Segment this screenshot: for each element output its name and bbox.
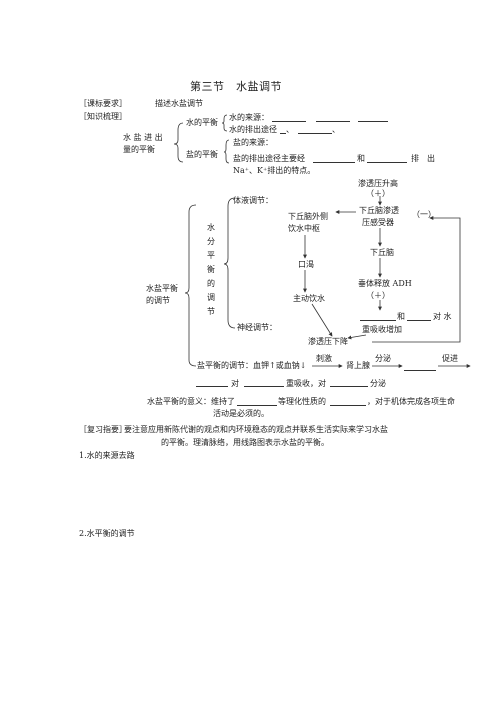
regulation-root-2: 的调节 bbox=[146, 296, 170, 305]
reabsorb: 重吸收增加 bbox=[362, 325, 402, 334]
page-title: 第三节 水盐调节 bbox=[190, 80, 282, 93]
receptor-1: 下丘脑渗透 bbox=[359, 206, 399, 215]
stimulate-label: 刺激 bbox=[316, 354, 332, 363]
and-word: 和 bbox=[397, 312, 405, 321]
blank-water-source-3 bbox=[358, 121, 388, 122]
water-reg-char-2: 平 bbox=[207, 251, 215, 260]
promote-label: 促进 bbox=[442, 354, 458, 363]
salt-source: 盐的来源： bbox=[233, 138, 273, 147]
arrow-reabsorb-to-osmo-down bbox=[347, 334, 367, 340]
blank-salt-output-1 bbox=[313, 162, 355, 163]
hypothalamus-outer-1: 下丘脑外侧 bbox=[288, 212, 328, 221]
review-line-2: 的平衡。理清脉络，用线路图表示水盐的平衡。 bbox=[161, 438, 329, 447]
blank-water-source-2 bbox=[316, 121, 350, 122]
blank-water-output-1 bbox=[280, 133, 286, 134]
salt-balance: 盐的平衡 bbox=[186, 150, 218, 159]
blank-water-source-1 bbox=[272, 121, 306, 122]
water-reg-char-6: 节 bbox=[207, 307, 215, 316]
regulation-root-1: 水盐平衡 bbox=[146, 284, 178, 293]
hypothalamus-outer-2: 饮水中枢 bbox=[288, 224, 320, 233]
section-1: 1.水的来源去路 bbox=[79, 451, 135, 460]
significance-1-mid: 等理化性质的 bbox=[278, 397, 326, 406]
water-balance: 水的平衡 bbox=[186, 118, 218, 127]
receptor-2: 压感受器 bbox=[362, 218, 394, 227]
blank-adh-target-2 bbox=[407, 320, 431, 321]
brace-water-balance bbox=[221, 114, 228, 132]
adrenal: 肾上腺 bbox=[346, 361, 370, 370]
brace-salt-balance bbox=[223, 139, 230, 164]
blank-adh-target-1 bbox=[360, 320, 396, 321]
salt-output-and: 和 bbox=[357, 154, 365, 163]
minus-sign: （一） bbox=[412, 210, 436, 219]
section-2: 2.水平衡的调节 bbox=[79, 529, 135, 538]
blank-ion-1 bbox=[244, 386, 284, 387]
water-reg-char-3: 衡 bbox=[207, 265, 215, 274]
arrow-negative-feedback bbox=[372, 216, 461, 343]
blank-ion-2 bbox=[330, 386, 368, 387]
blank-organ bbox=[196, 386, 228, 387]
significance-2: 活动是必须的。 bbox=[213, 409, 269, 418]
secrete-2: 分泌 bbox=[370, 379, 386, 388]
outline-root-1: 水 盐 进 出 bbox=[123, 133, 163, 142]
adh: 垂体释放 ADH bbox=[358, 279, 412, 288]
secrete-label: 分泌 bbox=[375, 354, 391, 363]
salt-output-pre: 盐的排出途径主要经 bbox=[233, 154, 305, 163]
comma-2: 、 bbox=[332, 125, 340, 134]
water-reg-char-0: 水 bbox=[207, 223, 215, 232]
significance-1-pre: 水盐平衡的意义：维持了 bbox=[147, 397, 235, 406]
salt-output-post: 排 出 bbox=[411, 154, 435, 163]
water-word: 对 水 bbox=[433, 312, 452, 321]
water-output: 水的排出途径 bbox=[229, 125, 277, 134]
blank-significance-2 bbox=[330, 405, 366, 406]
blank-water-output-2 bbox=[298, 133, 332, 134]
requirements-label: ［课标要求］ bbox=[79, 99, 127, 108]
brace-regulation-root bbox=[184, 204, 197, 367]
arrow-drink-to-osmo-down bbox=[311, 303, 333, 337]
significance-1-post: ，对于机体完成各项生命 bbox=[367, 397, 455, 406]
plus-2: （＋） bbox=[366, 291, 390, 300]
brace-water-regulation bbox=[223, 197, 236, 329]
comma-1: 、 bbox=[286, 125, 294, 134]
thirst: 口渴 bbox=[298, 260, 314, 269]
water-reg-char-1: 分 bbox=[207, 237, 215, 246]
water-reg-char-4: 的 bbox=[207, 279, 215, 288]
hypothalamus: 下丘脑 bbox=[370, 248, 394, 257]
outline-label: ［知识梳理］ bbox=[79, 112, 127, 121]
reabsorb-2: 重吸收，对 bbox=[286, 379, 326, 388]
water-source: 水的来源： bbox=[229, 113, 269, 122]
water-reg-char-5: 调 bbox=[207, 293, 215, 302]
ion-note: Na⁺、K⁺排出的特点。 bbox=[233, 166, 316, 175]
neural-label: 神经调节： bbox=[237, 323, 277, 332]
plus-1: （＋） bbox=[366, 189, 390, 198]
dui-word: 对 bbox=[231, 379, 239, 388]
blank-hormone bbox=[404, 370, 436, 371]
blank-salt-output-2 bbox=[367, 162, 407, 163]
requirements-text: 描述水盐调节 bbox=[155, 99, 203, 108]
brace-outline-root bbox=[173, 122, 184, 163]
blank-significance-1 bbox=[237, 405, 277, 406]
osmo-up: 渗透压升高 bbox=[358, 179, 398, 188]
outline-root-2: 量的平衡 bbox=[123, 145, 155, 154]
osmo-down: 渗透压下降 bbox=[308, 337, 348, 346]
salt-reg-pre: 盐平衡的调节：血钾↑或血钠↓ bbox=[197, 361, 307, 370]
drink: 主动饮水 bbox=[293, 294, 325, 303]
humoral-label: 体液调节： bbox=[233, 196, 273, 205]
review-label: ［复习指要］ bbox=[79, 425, 127, 434]
review-line-1: 要注意应用新陈代谢的观点和内环境稳态的观点并联系生活实际来学习水盐 bbox=[124, 425, 388, 434]
